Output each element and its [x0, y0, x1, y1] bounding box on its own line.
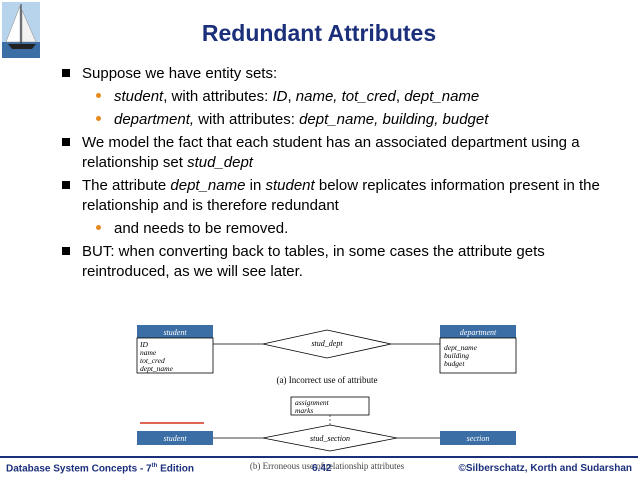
svg-text:assignment: assignment — [295, 398, 330, 407]
footer-rule — [0, 456, 638, 458]
diagram-b-caption: (b) Erroneous use of relationship attrib… — [250, 461, 405, 471]
diagram-a-department-entity: department dept_name building budget — [439, 325, 517, 374]
svg-text:student: student — [163, 328, 187, 337]
svg-text:name: name — [140, 348, 157, 357]
slide-title: Redundant Attributes — [201, 20, 437, 46]
bullet-redundant: The attribute dept_name in student below… — [62, 176, 602, 216]
svg-text:dept_name: dept_name — [444, 343, 478, 352]
diagram-b-section-entity: section — [440, 431, 516, 445]
bullet-but: BUT: when converting back to tables, in … — [62, 242, 602, 282]
diagram-a-student-entity: student ID name tot_cred dept_name — [136, 325, 214, 374]
svg-text:dept_name: dept_name — [140, 364, 174, 373]
diagram-b-relationship: stud_section — [262, 424, 398, 452]
svg-text:stud_dept: stud_dept — [311, 339, 343, 348]
svg-text:section: section — [467, 434, 490, 443]
footer-copyright: ©Silberschatz, Korth and Sudarshan — [458, 463, 632, 474]
bullet-relationship: We model the fact that each student has … — [62, 133, 602, 173]
sub-bullet-department: department, with attributes: dept_name, … — [62, 110, 602, 130]
sub-bullet-student: student, with attributes: ID, name, tot_… — [62, 87, 602, 107]
svg-text:department: department — [460, 328, 497, 337]
svg-text:building: building — [444, 351, 469, 360]
diagram-b-student-entity: student — [137, 431, 213, 445]
sub-bullet-remove: and needs to be removed. — [62, 219, 602, 239]
svg-text:student: student — [163, 434, 187, 443]
diagram-a-caption: (a) Incorrect use of attribute — [277, 375, 378, 385]
svg-text:ID: ID — [139, 340, 148, 349]
diagram-b-attribute-box: assignment marks — [290, 396, 370, 416]
footer-page-number: 6.42 — [312, 463, 332, 474]
bullet-entity-sets: Suppose we have entity sets: — [62, 64, 602, 84]
svg-text:stud_section: stud_section — [310, 434, 350, 443]
svg-text:marks: marks — [295, 406, 313, 415]
diagram-a-relationship: stud_dept — [262, 329, 392, 359]
footer-book-title: Database System Concepts - 7th Edition — [6, 463, 194, 475]
sailboat-logo-icon — [2, 2, 40, 58]
bullet-list: Suppose we have entity sets: student, wi… — [62, 64, 602, 285]
svg-text:budget: budget — [444, 359, 465, 368]
svg-text:tot_cred: tot_cred — [140, 356, 165, 365]
